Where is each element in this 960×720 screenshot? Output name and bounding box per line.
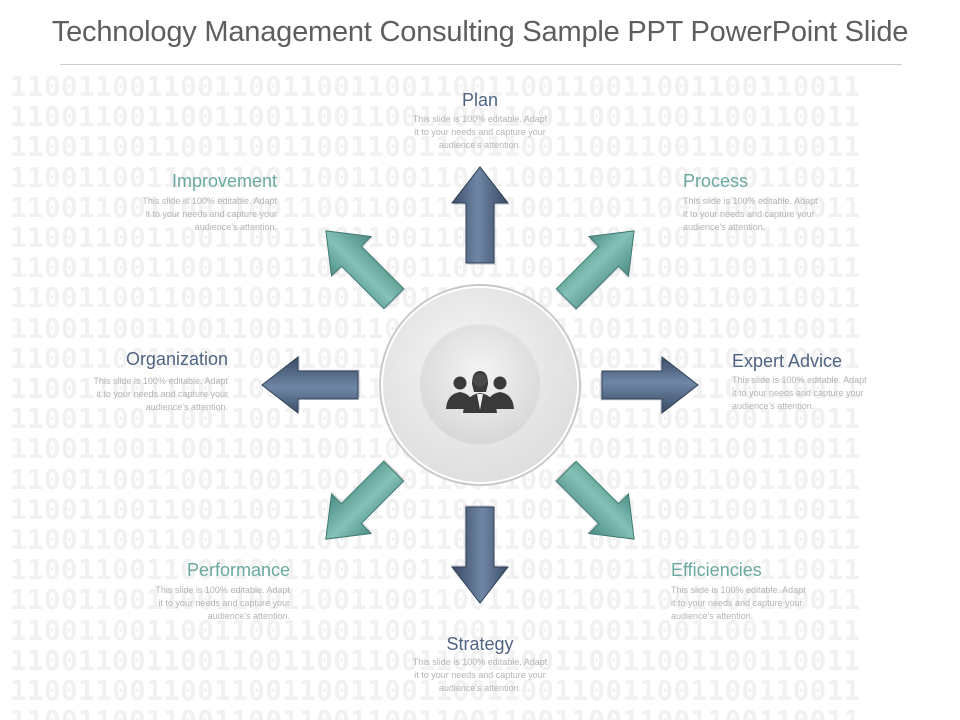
binary-row: 1100110011001100110011001100110011001100… (10, 492, 861, 526)
arrow-expert-advice (600, 355, 699, 415)
binary-row: 1100110011001100110011001100110011001100… (10, 553, 861, 587)
label-process: Process (683, 171, 749, 191)
label-efficiencies: Efficiencies (671, 560, 762, 580)
binary-row: 1100110011001100110011001100110011001100… (10, 523, 861, 557)
binary-row: 1100110011001100110011001100110011001100… (10, 613, 861, 647)
arrow-efficiencies (553, 460, 635, 540)
desc-plan: This slide is 100% editable. Adapt it to… (412, 114, 548, 150)
binary-row: 1100110011001100110011001100110011001100… (10, 190, 861, 224)
arrow-performance (325, 458, 405, 540)
title-divider (60, 64, 902, 65)
binary-row: 1100110011001100110011001100110011001100… (10, 100, 861, 134)
binary-row: 1100110011001100110011001100110011001100… (10, 221, 861, 255)
arrow-process (555, 230, 635, 312)
label-strategy: Strategy (446, 634, 514, 654)
desc-expert-advice: This slide is 100% editable. Adapt it to… (732, 375, 867, 411)
label-improvement: Improvement (171, 171, 277, 191)
arrows-layer (261, 166, 699, 604)
label-performance: Performance (186, 560, 290, 580)
arrow-plan (450, 166, 510, 265)
binary-row: 1100110011001100110011001100110011001100… (10, 706, 960, 720)
team-people-icon (446, 371, 514, 413)
arrow-strategy (450, 505, 510, 604)
desc-efficiencies: This slide is 100% editable. Adapt it to… (671, 585, 806, 621)
label-organization: Organization (125, 349, 228, 369)
label-expert-advice: Expert Advice (732, 351, 843, 371)
binary-row: 1100110011001100110011001100110011001100… (10, 72, 861, 103)
slide-title: Technology Management Consulting Sample … (51, 16, 909, 48)
label-plan: Plan (461, 90, 499, 110)
binary-row: 1100110011001100110011001100110011001100… (10, 583, 861, 617)
binary-row: 1100110011001100110011001100110011001100… (10, 251, 861, 285)
binary-row: 1100110011001100110011001100110011001100… (10, 130, 861, 164)
arrow-improvement (325, 230, 407, 310)
binary-row: 1100110011001100110011001100110011001100… (10, 643, 861, 677)
desc-process: This slide is 100% editable. Adapt it to… (683, 196, 818, 232)
desc-improvement: This slide is 100% editable. Adapt it to… (142, 196, 277, 232)
desc-strategy: This slide is 100% editable. Adapt it to… (412, 657, 548, 693)
desc-performance: This slide is 100% editable. Adapt it to… (155, 585, 290, 621)
binary-row: 1100110011001100110011001100110011001100… (10, 160, 861, 194)
arrow-organization (261, 355, 360, 415)
binary-row: 1100110011001100110011001100110011001100… (10, 674, 861, 708)
desc-organization: This slide is 100% editable. Adapt it to… (93, 376, 228, 412)
